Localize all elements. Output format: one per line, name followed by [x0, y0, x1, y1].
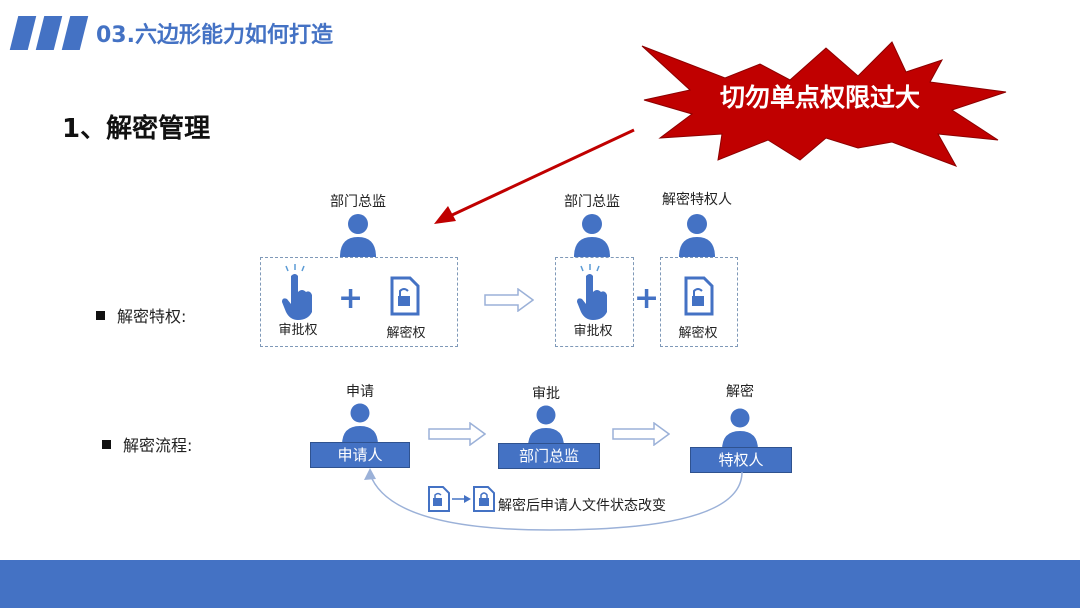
header-bar-1 [9, 16, 37, 50]
hollow-arrow-icon [428, 422, 486, 446]
callout-arrow [434, 128, 635, 224]
after-left-role-label: 部门总监 [564, 194, 620, 210]
return-curve-arrow [364, 468, 743, 531]
lock-document-icon [473, 486, 495, 512]
before-approval-label: 审批权 [278, 323, 318, 338]
header-bar-3 [61, 16, 89, 50]
bullet-square [102, 440, 111, 449]
step-1-nameplate: 申请人 [310, 442, 410, 468]
process-row-label-text: 解密流程: [123, 436, 193, 455]
after-approval-label: 审批权 [573, 324, 613, 339]
hollow-arrow-icon [612, 422, 670, 446]
step-3-nameplate: 特权人 [690, 447, 792, 473]
step-3-action: 解密 [726, 384, 754, 400]
slide-title: 03.六边形能力如何打造 [96, 23, 333, 48]
person-icon [340, 214, 376, 257]
plus-icon: + [338, 281, 364, 316]
step-2-action: 审批 [532, 386, 560, 402]
person-icon [722, 408, 758, 450]
privilege-row-label: 解密特权: [96, 303, 186, 327]
hand-tap-icon [282, 264, 312, 320]
footer-band [0, 560, 1080, 608]
small-arrow-icon [452, 495, 471, 503]
person-icon [342, 403, 378, 445]
unlock-document-icon [428, 486, 450, 512]
callout-burst [641, 41, 1007, 167]
after-decrypt-box [660, 257, 738, 347]
plus-icon: + [634, 281, 660, 316]
person-icon [528, 405, 564, 447]
privilege-row-label-text: 解密特权: [117, 307, 187, 326]
before-decrypt-label: 解密权 [386, 326, 426, 341]
header-bar-2 [35, 16, 63, 50]
step-2-nameplate: 部门总监 [498, 443, 600, 469]
person-icon [574, 214, 610, 257]
step-1-action: 申请 [346, 384, 374, 400]
after-approval-box [555, 257, 634, 347]
unlock-document-icon [684, 276, 714, 316]
hand-tap-icon [577, 264, 607, 320]
unlock-document-icon [390, 276, 420, 316]
after-right-role-label: 解密特权人 [662, 192, 732, 208]
after-decrypt-label: 解密权 [678, 326, 718, 341]
section-title: 1、解密管理 [62, 114, 211, 144]
hollow-arrow-icon [484, 288, 534, 312]
callout-text: 切勿单点权限过大 [719, 83, 920, 112]
bullet-square [96, 311, 105, 320]
before-role-label: 部门总监 [330, 194, 386, 210]
process-note: 解密后申请人文件状态改变 [498, 498, 666, 514]
person-icon [679, 214, 715, 257]
process-row-label: 解密流程: [102, 432, 192, 456]
before-privilege-box [260, 257, 458, 347]
